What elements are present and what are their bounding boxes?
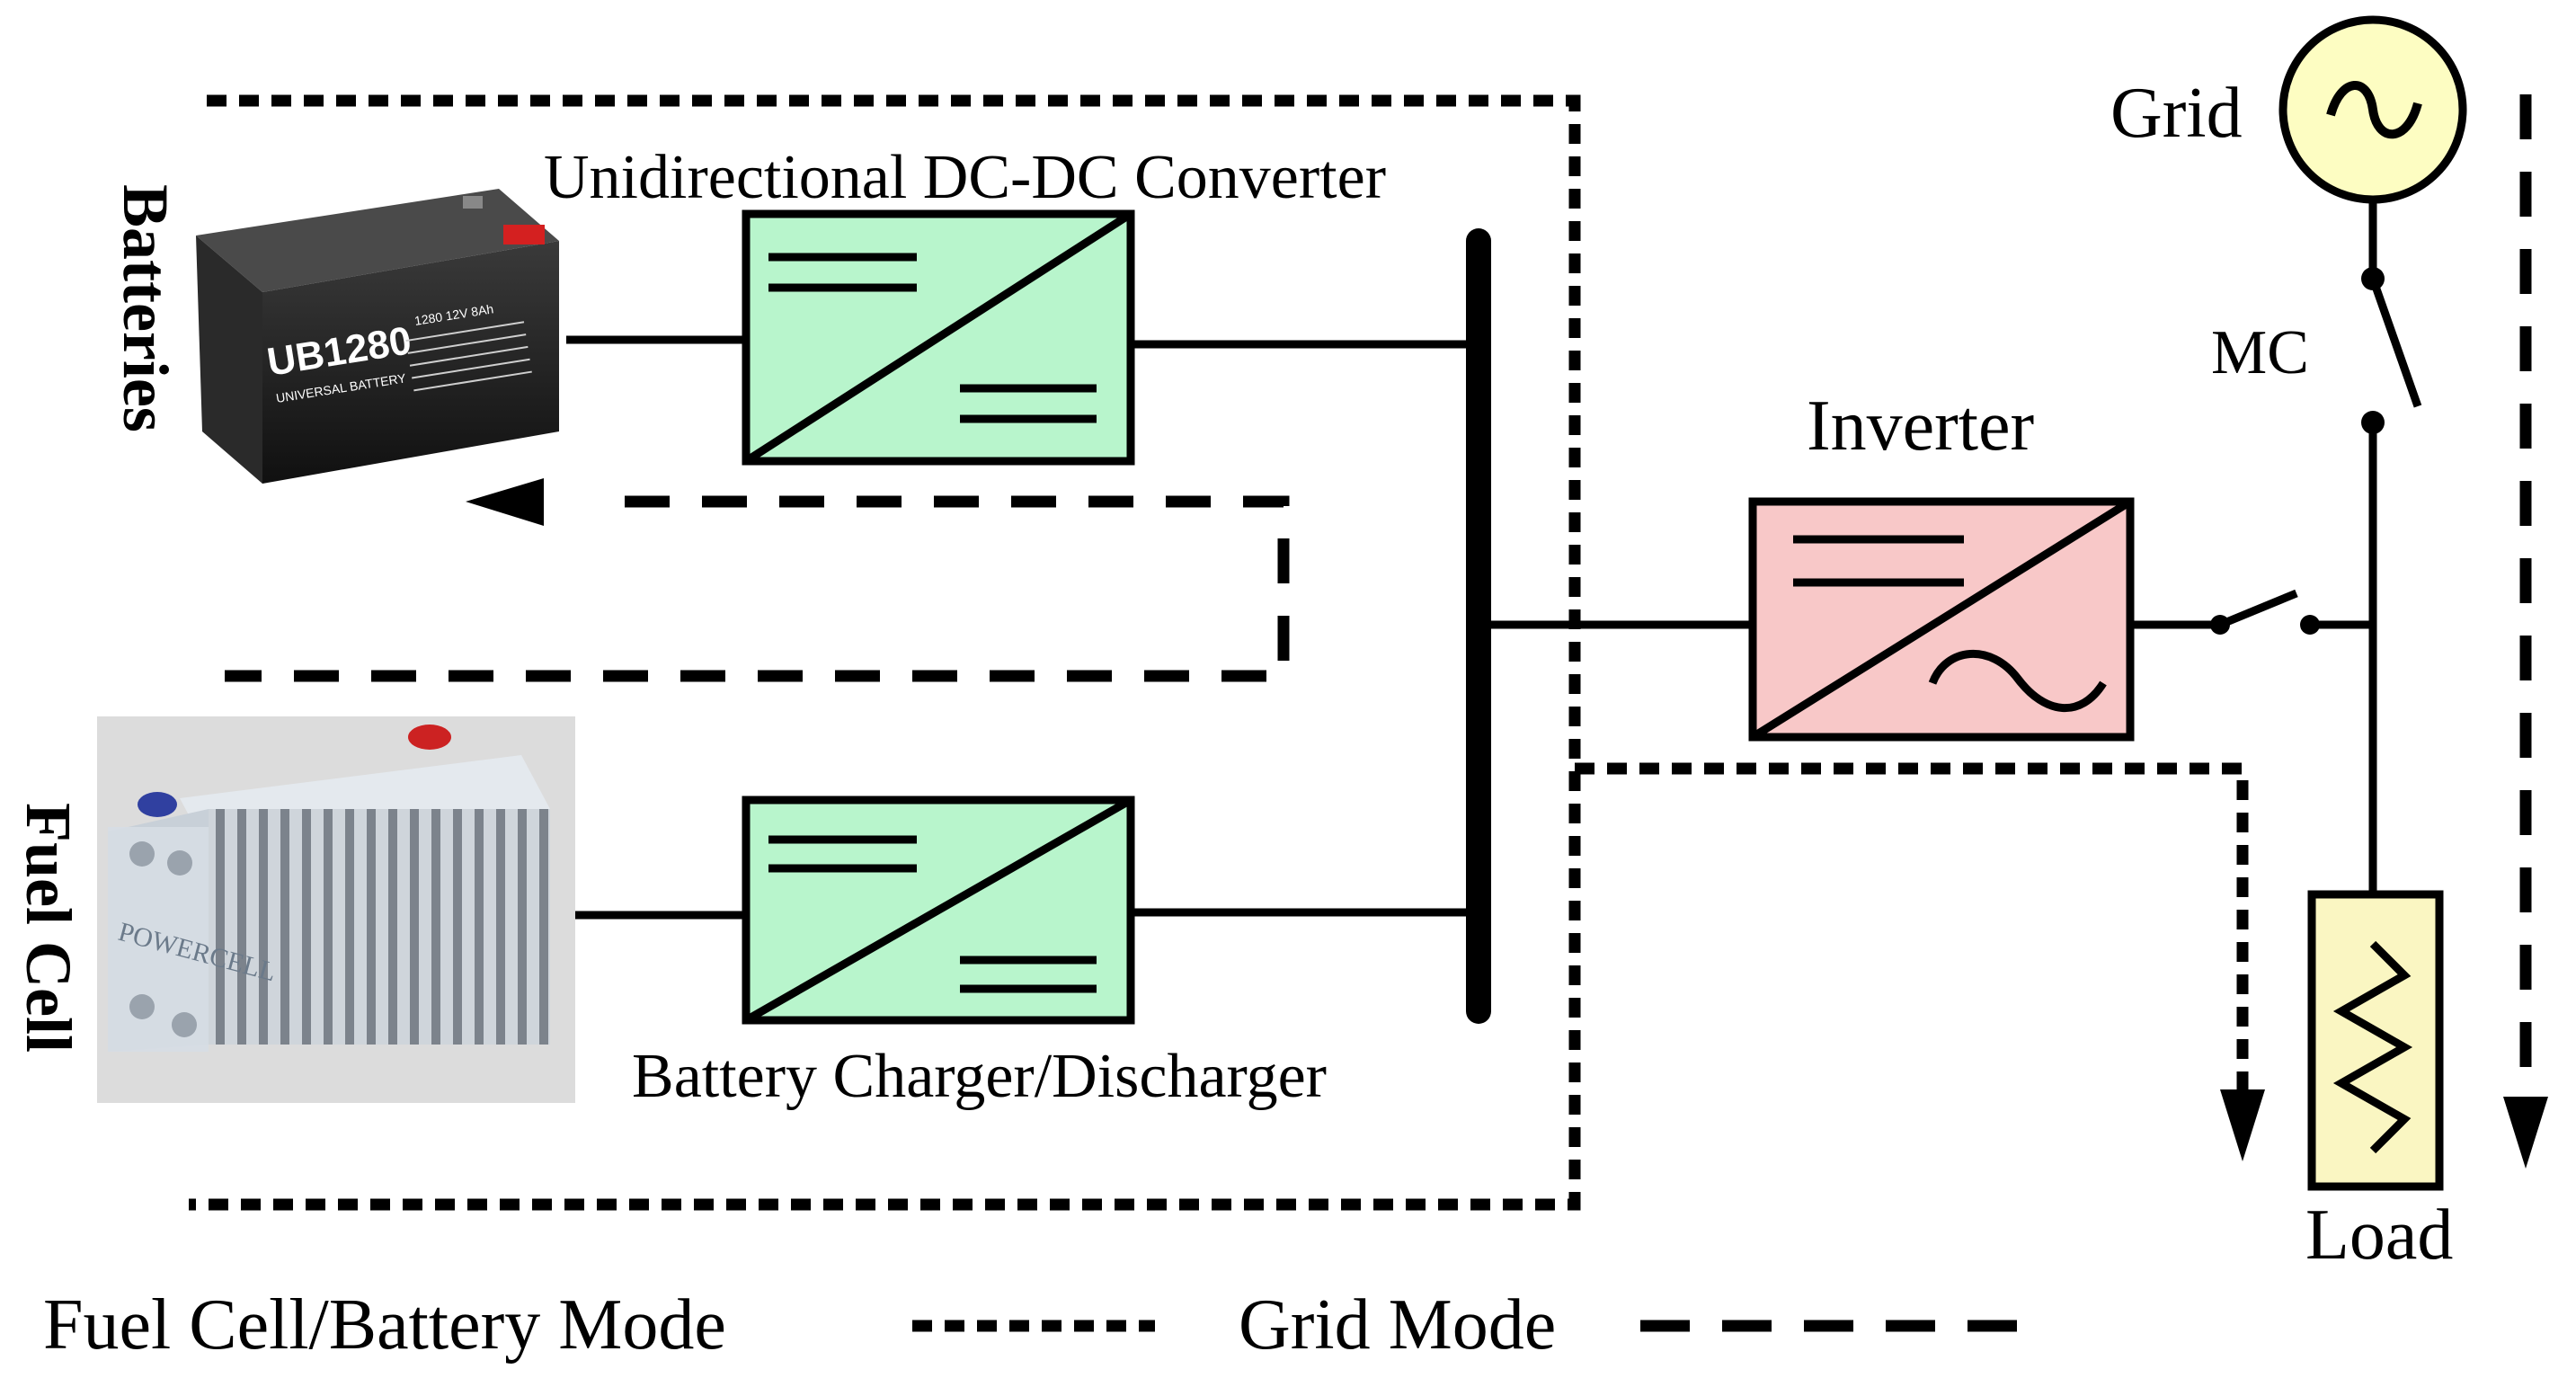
inverter-switch-icon — [2210, 589, 2320, 635]
batteries-label: Batteries — [110, 184, 182, 432]
battery-image: UB1280 UNIVERSAL BATTERY 1280 12V 8Ah — [196, 189, 559, 484]
battery-charger-icon — [742, 796, 1135, 1025]
grid-mode-arrow-icon — [2503, 1097, 2548, 1169]
dc-dc-converter-icon — [742, 209, 1135, 466]
legend-fuel-cell-battery-mode-label: Fuel Cell/Battery Mode — [43, 1285, 726, 1365]
grid-label: Grid — [2110, 74, 2243, 153]
mc-label: MC — [2211, 318, 2309, 387]
fuel-cell-mode-arrow-icon — [2220, 1089, 2265, 1161]
fuel-cell-image: POWERCELL — [97, 716, 575, 1103]
grid-mode-path — [225, 94, 2532, 1098]
legend: Fuel Cell/Battery Mode Grid Mode — [43, 1285, 2018, 1365]
fuel-cell-battery-mode-path — [189, 94, 2249, 1211]
battery-charger-label: Battery Charger/Discharger — [632, 1042, 1327, 1111]
load-label: Load — [2305, 1196, 2453, 1275]
fuel-cell-blue-cap-icon — [138, 792, 177, 817]
fuel-cell-red-cap-icon — [408, 725, 451, 750]
dc-ac-inverter-icon — [1748, 497, 2135, 742]
battery-terminal-icon — [503, 225, 545, 245]
power-wires — [566, 202, 2377, 920]
resistor-icon — [2307, 890, 2444, 1191]
inverter-label: Inverter — [1807, 387, 2034, 466]
battery-charge-arrow-icon — [466, 478, 544, 526]
legend-grid-mode-label: Grid Mode — [1239, 1285, 1556, 1365]
mc-switch-icon — [2361, 267, 2422, 434]
dc-dc-converter-label: Unidirectional DC-DC Converter — [544, 143, 1386, 212]
fuel-cell-label: Fuel Cell — [13, 803, 84, 1053]
ac-source-icon — [2278, 15, 2467, 204]
